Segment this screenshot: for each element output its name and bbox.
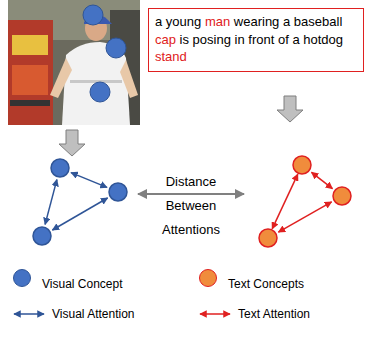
visual-concept — [83, 5, 103, 25]
text-graph — [272, 172, 332, 232]
legend-line-sample — [200, 313, 230, 315]
distance-label: Distance Between Attentions — [143, 170, 239, 242]
caption-text: a young man wearing a baseball cap is po… — [155, 13, 357, 66]
photo — [8, 0, 140, 125]
distance-arrow — [138, 193, 244, 195]
text-concept — [333, 187, 351, 205]
legend-text: Visual Concept — [42, 276, 123, 292]
visual-concept — [109, 183, 127, 201]
legend-text: Visual Attention — [52, 306, 135, 322]
legend-swatch — [199, 269, 217, 287]
legend-text: Text Attention — [238, 306, 310, 322]
visual-concept — [51, 159, 69, 177]
legend-text: Text Concepts — [228, 276, 304, 292]
visual-concept — [106, 38, 126, 58]
visual-concept — [33, 227, 51, 245]
down-arrow — [59, 130, 85, 156]
visual-graph — [45, 173, 108, 230]
visual-concept — [90, 82, 110, 102]
caption-box: a young man wearing a baseball cap is po… — [148, 8, 364, 72]
down-arrow — [277, 96, 303, 122]
text-concept — [293, 156, 311, 174]
text-concept — [259, 229, 277, 247]
legend-line-sample — [14, 313, 44, 315]
legend-swatch — [13, 269, 31, 287]
